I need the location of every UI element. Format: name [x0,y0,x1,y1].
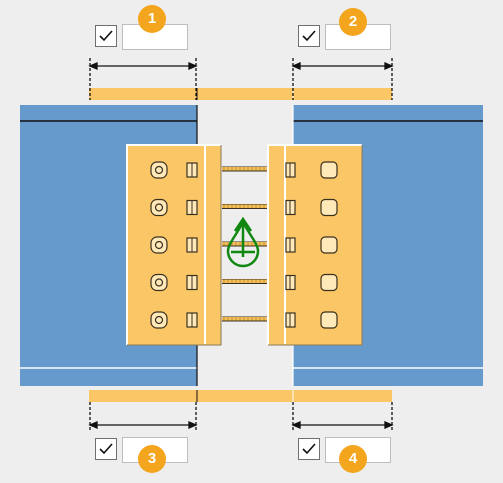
bolt-head-left [150,273,168,292]
tie-bars-layer [222,166,267,322]
tie-bar [222,316,267,322]
dimension-control-1 [95,24,189,50]
badge-1: 1 [138,5,166,33]
bolt-nut-right [320,198,338,217]
bolt-shank-right [285,162,296,178]
bolt-head-left [150,161,168,179]
checkmark-icon [99,443,113,455]
tie-bar [222,204,267,209]
bolt-nut-right [320,236,338,254]
bolt-shank-right [285,274,296,291]
checkbox-2[interactable] [298,25,320,47]
bolt-head-left [150,236,168,254]
bolt-nut-right [320,161,338,179]
bolt-shank-left [186,162,198,178]
dimension-line-bottom-right [291,402,394,432]
checkmark-icon [302,443,316,455]
dimension-line-bottom-left [88,402,198,432]
bolts-layer [150,161,338,329]
bottom-flange-plate [89,390,392,402]
dimension-control-3 [95,437,189,463]
checkbox-4[interactable] [298,438,320,460]
bolt-shank-left [186,237,198,253]
bolt-shank-right [285,237,296,253]
checkbox-3[interactable] [95,438,117,460]
top-flange-plate [89,88,392,100]
arrow-teardrop-icon [226,216,260,268]
bolt-head-left [150,198,168,217]
bolt-shank-left [186,199,198,216]
checkmark-icon [302,30,316,42]
dimension-line-top-right [291,58,394,100]
bolt-shank-right [285,312,296,328]
badge-2: 2 [339,8,367,36]
checkbox-1[interactable] [95,25,117,47]
right-web-plate [267,144,363,346]
bolt-nut-right [320,273,338,292]
bolt-head-left [150,311,168,329]
bolt-shank-right [285,199,296,216]
dimension-line-top-left [88,58,198,100]
checkmark-icon [99,30,113,42]
badge-4: 4 [339,445,367,473]
tie-bar [222,279,267,284]
bolt-shank-left [186,312,198,328]
bolt-shank-left [186,274,198,291]
left-web-plate [126,144,222,346]
badge-3: 3 [138,445,166,473]
bolt-nut-right [320,311,338,329]
tie-bar [222,166,267,172]
left-beam-top-flange [20,105,197,121]
